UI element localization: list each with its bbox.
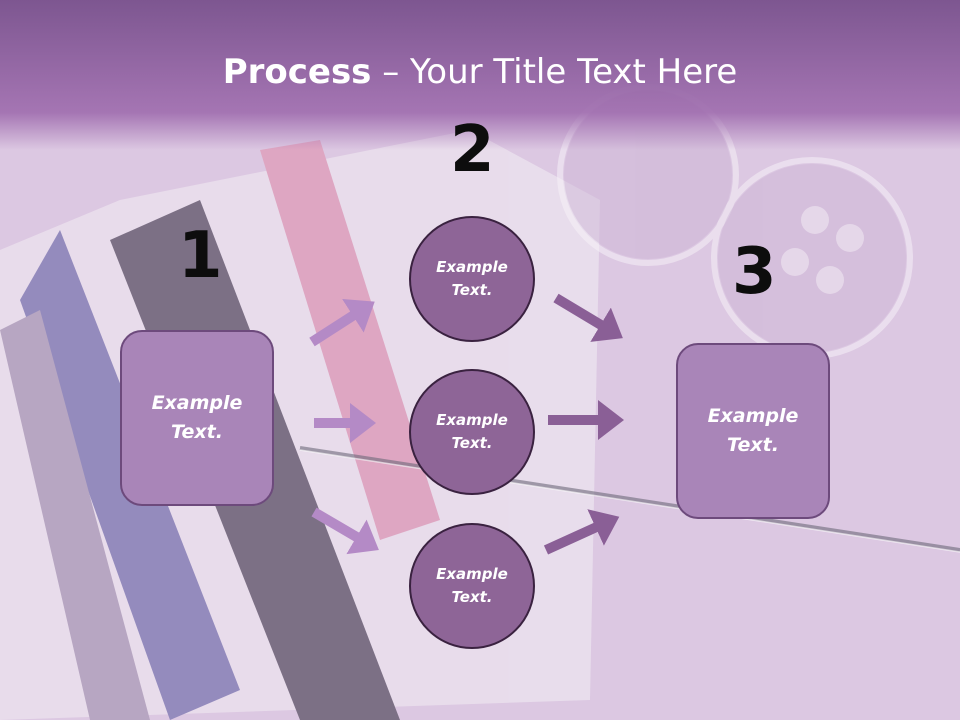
step-2-number: 2 [450,113,495,187]
title-bold: Process [222,52,372,92]
step-1-text: Example Text. [151,392,243,443]
step-2-circle-bottom: Example Text. [409,523,535,649]
step-2-circle-text: Example Text. [436,258,508,299]
step-3-number: 3 [732,235,777,309]
arrow-1-to-2-top [309,298,375,347]
title-banner [0,0,960,150]
step-2-circle-text: Example Text. [436,411,508,452]
step-3-box: Example Text. [676,343,830,519]
arrow-1-to-2-bottom [311,507,379,555]
arrow-2-bottom-to-3 [543,509,620,555]
step-1-box: Example Text. [120,330,274,506]
slide-title: Process – Your Title Text Here [0,52,960,92]
step-2-circle-middle: Example Text. [409,369,535,495]
step-1-number: 1 [178,219,223,293]
step-2-circle-top: Example Text. [409,216,535,342]
step-3-text: Example Text. [707,405,799,456]
arrow-2-top-to-3 [553,293,623,342]
title-rest: – Your Title Text Here [371,52,738,92]
step-2-circle-text: Example Text. [436,565,508,606]
